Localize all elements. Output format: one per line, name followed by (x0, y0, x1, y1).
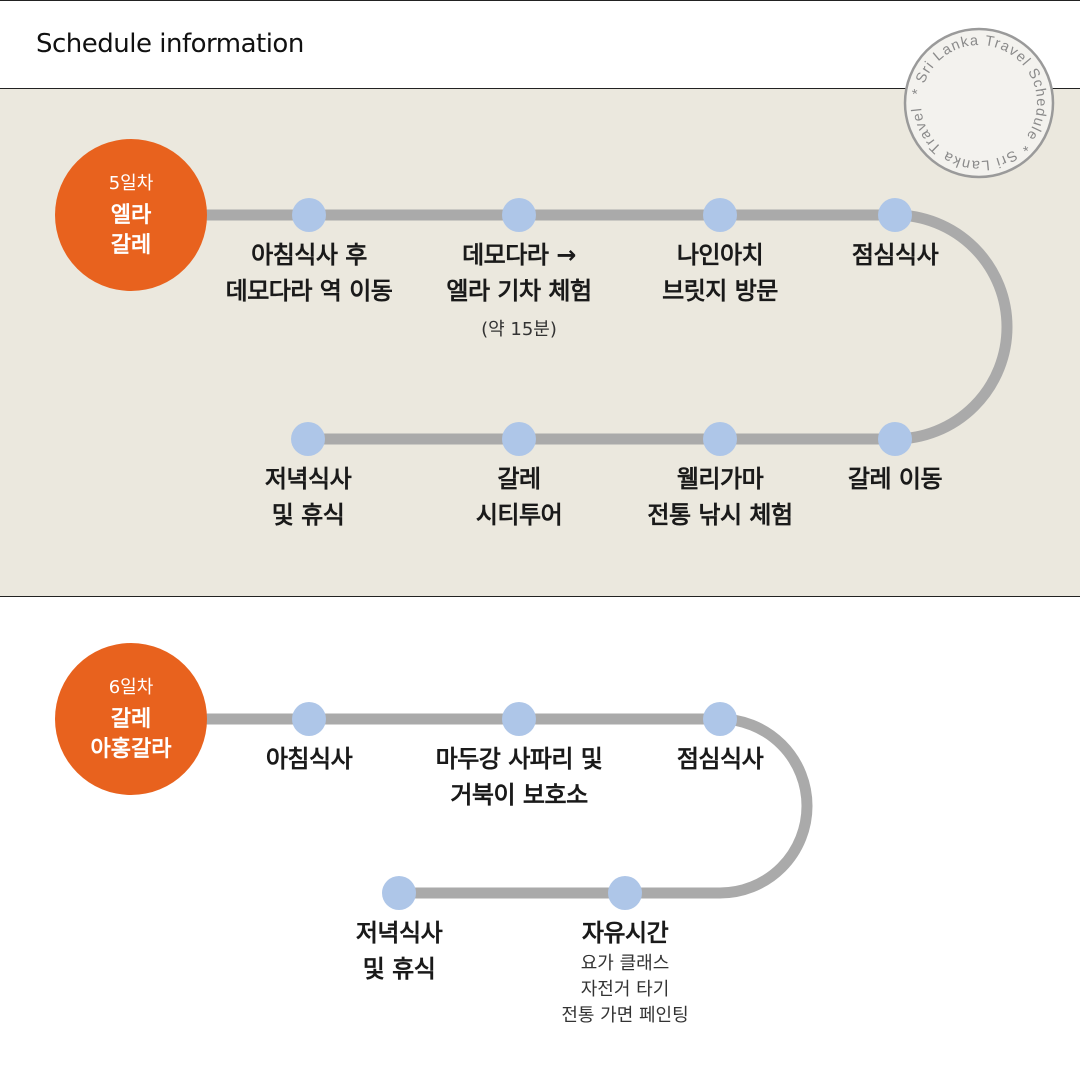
day6-stop-node-2 (502, 702, 536, 736)
day5-stop-2: 데모다라 → 엘라 기차 체험 (약 15분) (399, 237, 639, 343)
day5-stop-node-5 (878, 422, 912, 456)
day5-stop-node-6 (703, 422, 737, 456)
day-place-line: 갈레 (110, 233, 152, 258)
day5-stop-3: 나인아치 브릿지 방문 (600, 237, 840, 309)
day5-stop-6: 웰리가마 전통 낚시 체험 (600, 461, 840, 533)
day6-stop-node-3 (703, 702, 737, 736)
day5-stop-7: 갈레 시티투어 (399, 461, 639, 533)
header: Schedule information (0, 0, 1080, 89)
stop-title-line: 아침식사 (265, 745, 353, 773)
travel-stamp-seal: * Sri Lanka Travel Schedule * Sri Lanka … (903, 27, 1055, 179)
stop-title-line: 데모다라 → (462, 241, 576, 269)
stop-title-line: 저녁식사 (355, 919, 443, 947)
stop-subtext: 전통 가면 페인팅 (561, 1005, 689, 1026)
day5-stop-1: 아침식사 후 데모다라 역 이동 (189, 237, 429, 309)
day-number: 5일차 (108, 173, 154, 194)
day6-track-line (194, 713, 813, 899)
stop-title-line: 거북이 보호소 (450, 781, 588, 809)
day5-stop-4: 점심식사 (775, 237, 1015, 273)
stop-title-line: 자유시간 (581, 919, 669, 947)
day5-stop-node-8 (291, 422, 325, 456)
stop-title-line: 아침식사 후 (251, 241, 367, 269)
stop-subtext: 요가 클래스 (580, 953, 670, 974)
day6-stop-5: 저녁식사 및 휴식 (279, 915, 519, 987)
day5-stop-node-2 (502, 198, 536, 232)
day6-stop-3: 점심식사 (600, 741, 840, 777)
stop-title-line: 브릿지 방문 (662, 277, 778, 305)
day6-badge: 6일차 갈레 아홍갈라 (55, 643, 207, 795)
stop-title-line: 엘라 기차 체험 (446, 277, 592, 305)
stop-title-line: 마두강 사파리 및 (435, 745, 603, 773)
day-place-line: 엘라 (110, 203, 152, 228)
stop-title-line: 점심식사 (851, 241, 939, 269)
day5-stop-node-3 (703, 198, 737, 232)
day6-stop-node-5 (382, 876, 416, 910)
stop-subtext: (약 15분) (481, 319, 557, 340)
day5-stop-node-1 (292, 198, 326, 232)
stop-title-line: 저녁식사 (264, 465, 352, 493)
day5-track-line (194, 209, 1013, 445)
day6-stop-1: 아침식사 (189, 741, 429, 777)
stop-title-line: 시티투어 (475, 501, 563, 529)
day6-stop-2: 마두강 사파리 및 거북이 보호소 (399, 741, 639, 813)
day6-stop-node-4 (608, 876, 642, 910)
day-place-line: 아홍갈라 (90, 737, 172, 762)
stop-title-line: 및 휴식 (362, 955, 436, 983)
day6-stop-node-1 (292, 702, 326, 736)
day6-stop-4: 자유시간 요가 클래스 자전거 타기 전통 가면 페인팅 (505, 915, 745, 1029)
stop-subtext: 자전거 타기 (580, 979, 670, 1000)
day5-stop-node-7 (502, 422, 536, 456)
day-place-line: 갈레 (110, 707, 152, 732)
stop-title-line: 및 휴식 (271, 501, 345, 529)
day5-stop-node-4 (878, 198, 912, 232)
stop-title-line: 웰리가마 (676, 465, 764, 493)
day5-stop-8: 저녁식사 및 휴식 (188, 461, 428, 533)
stop-title-line: 갈레 이동 (847, 465, 943, 493)
stop-title-line: 나인아치 (676, 241, 764, 269)
stop-title-line: 전통 낚시 체험 (647, 501, 793, 529)
day5-stop-5: 갈레 이동 (775, 461, 1015, 497)
day-number: 6일차 (108, 677, 154, 698)
stop-title-line: 갈레 (497, 465, 541, 493)
stop-title-line: 데모다라 역 이동 (225, 277, 393, 305)
stop-title-line: 점심식사 (676, 745, 764, 773)
page-title: Schedule information (36, 29, 304, 59)
day5-badge: 5일차 엘라 갈레 (55, 139, 207, 291)
